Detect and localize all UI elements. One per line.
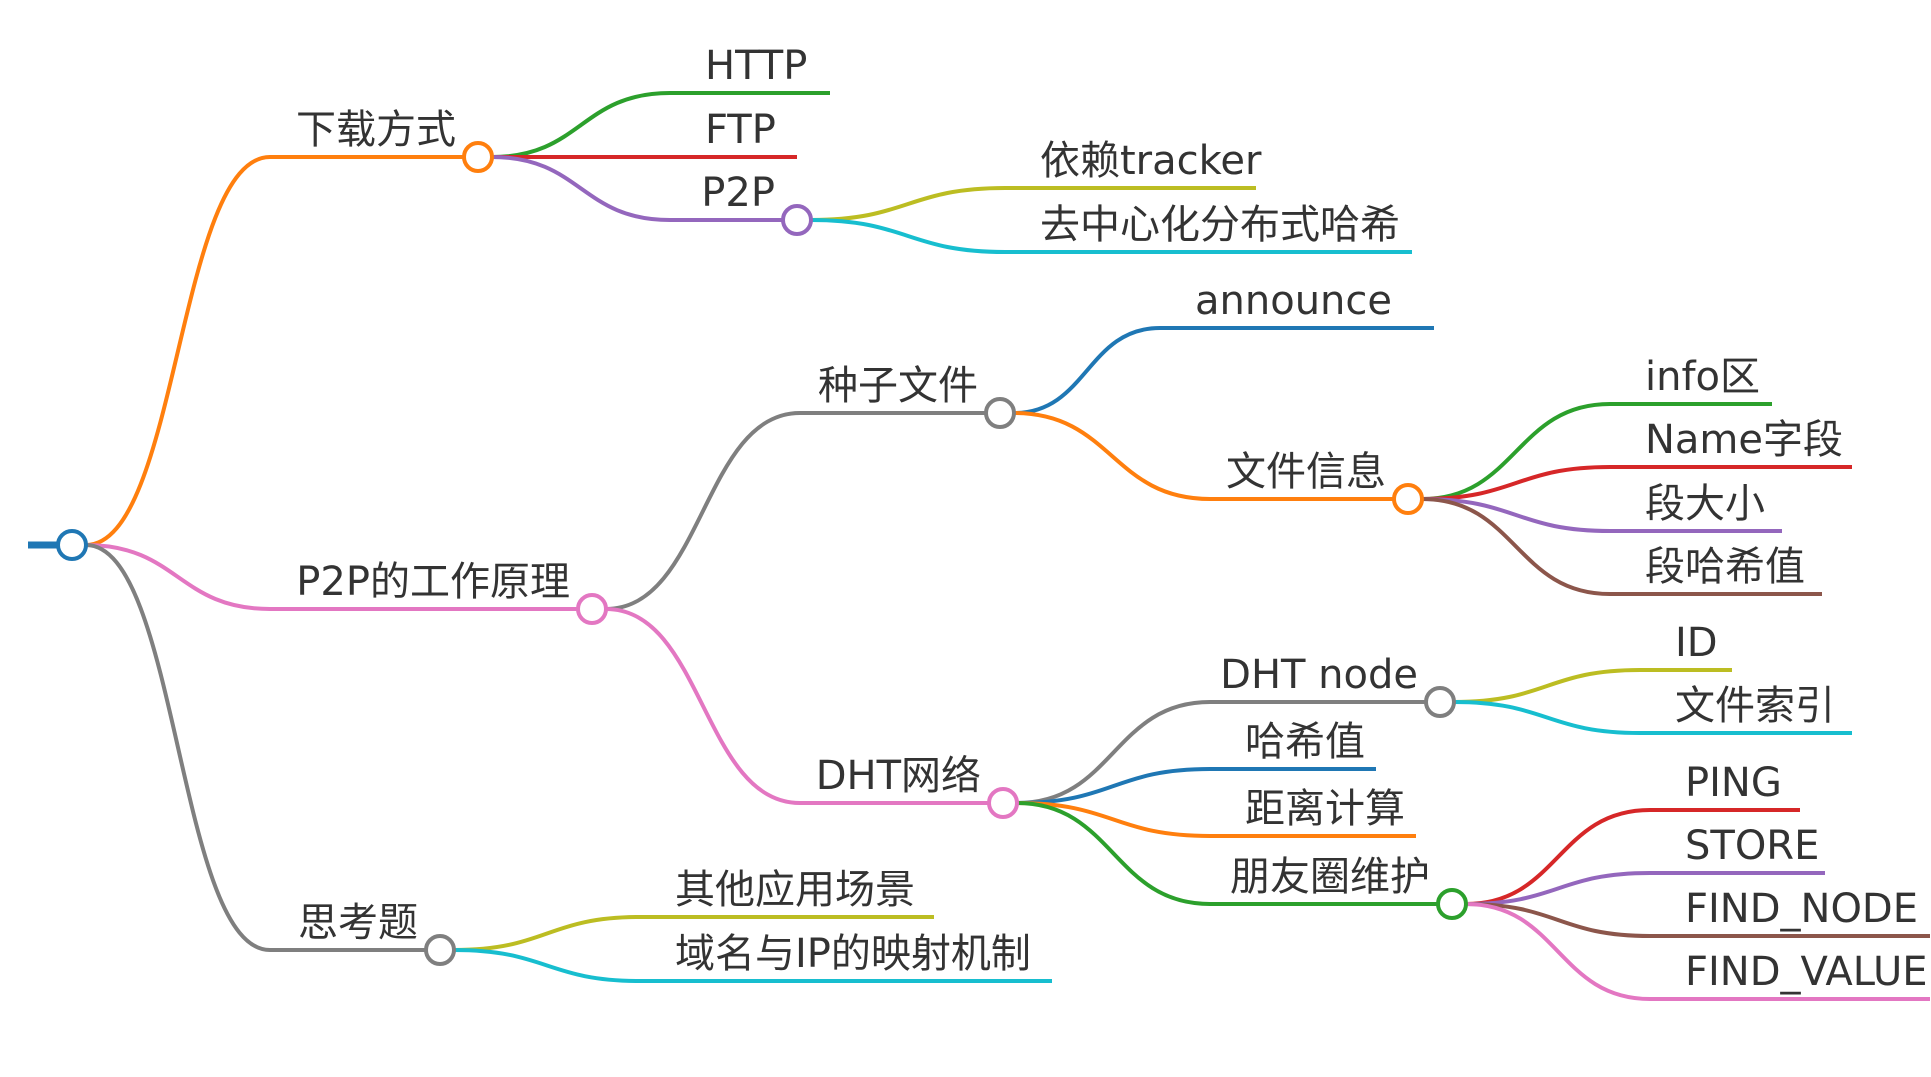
mindmap-node-circles xyxy=(56,141,1468,966)
node-label-1-1-2[interactable]: 距离计算 xyxy=(1245,786,1405,832)
branch-0-2-1 xyxy=(810,218,1006,254)
branch-1-0-1-1 xyxy=(1421,465,1611,501)
branch-1-1 xyxy=(605,607,801,805)
node-label-0-0[interactable]: HTTP xyxy=(705,43,807,89)
branch-0-0 xyxy=(491,91,671,159)
branch-1-1-2 xyxy=(1016,801,1211,838)
root-node-circle[interactable] xyxy=(56,529,88,561)
node-label-2-1[interactable]: 域名与IP的映射机制 xyxy=(675,931,1031,977)
branch-1-1-3-2 xyxy=(1465,902,1651,938)
node-circle-1-1-0[interactable] xyxy=(1424,686,1456,718)
branch-1-1-3 xyxy=(1016,801,1211,906)
branch-1-1-0 xyxy=(1016,700,1211,805)
node-label-1-0-1-1[interactable]: Name字段 xyxy=(1645,417,1843,463)
node-circle-1[interactable] xyxy=(576,593,608,625)
branch-2-0 xyxy=(453,915,641,952)
branch-1-1-3-0 xyxy=(1465,808,1651,906)
node-circle-1-1-3[interactable] xyxy=(1436,888,1468,920)
node-label-1-1-0[interactable]: DHT node xyxy=(1220,652,1418,698)
branch-1-1-0-0 xyxy=(1453,668,1641,704)
node-label-1-1-3-3[interactable]: FIND_VALUE xyxy=(1685,949,1928,995)
branch-1-0-1-2 xyxy=(1421,497,1611,533)
node-label-1-1-3-2[interactable]: FIND_NODE xyxy=(1685,886,1918,932)
node-label-1[interactable]: P2P的工作原理 xyxy=(296,559,570,605)
node-label-1-1-0-1[interactable]: 文件索引 xyxy=(1675,683,1835,729)
node-label-1-1-3-0[interactable]: PING xyxy=(1685,760,1782,806)
branch-1-1-3-1 xyxy=(1465,871,1651,906)
node-circle-2[interactable] xyxy=(424,934,456,966)
mindmap-labels: 下载方式 HTTP FTP P2P 依赖tracker 去中心化分布式哈希 P2P的工作原理… xyxy=(296,43,1928,995)
branch-0-2-0 xyxy=(810,186,1006,222)
node-label-2-0[interactable]: 其他应用场景 xyxy=(675,867,915,913)
node-label-1-1[interactable]: DHT网络 xyxy=(816,753,981,799)
node-circle-1-1[interactable] xyxy=(987,787,1019,819)
branch-2-1 xyxy=(453,948,641,983)
branch-1-0-1-3 xyxy=(1421,497,1611,596)
node-label-1-0-0[interactable]: announce xyxy=(1195,278,1392,324)
node-label-0-1[interactable]: FTP xyxy=(705,107,776,153)
node-label-1-1-3[interactable]: 朋友圈维护 xyxy=(1230,854,1430,900)
branch-1-0-0 xyxy=(1013,326,1161,415)
node-label-1-0[interactable]: 种子文件 xyxy=(818,363,978,409)
node-label-1-1-3-1[interactable]: STORE xyxy=(1685,823,1819,869)
node-label-1-0-1-0[interactable]: info区 xyxy=(1645,354,1760,400)
node-label-1-0-1[interactable]: 文件信息 xyxy=(1226,449,1386,495)
branch-1-0-1 xyxy=(1013,411,1211,501)
branch-0 xyxy=(85,155,271,547)
node-label-1-0-1-3[interactable]: 段哈希值 xyxy=(1645,544,1805,590)
node-circle-1-0[interactable] xyxy=(984,397,1016,429)
branch-0-2 xyxy=(491,155,671,222)
branch-1-0 xyxy=(605,411,801,611)
branch-1-1-1 xyxy=(1016,767,1211,805)
branch-2 xyxy=(85,543,271,952)
node-circle-1-0-1[interactable] xyxy=(1392,483,1424,515)
mindmap-edges xyxy=(28,91,1930,1001)
node-circle-0[interactable] xyxy=(462,141,494,173)
branch-1-1-0-1 xyxy=(1453,700,1641,735)
node-label-0-2[interactable]: P2P xyxy=(701,170,775,216)
node-label-2[interactable]: 思考题 xyxy=(298,900,418,946)
node-circle-0-2[interactable] xyxy=(781,204,813,236)
branch-1-1-3-3 xyxy=(1465,902,1651,1001)
node-label-0-2-1[interactable]: 去中心化分布式哈希 xyxy=(1040,202,1400,248)
node-label-1-1-1[interactable]: 哈希值 xyxy=(1245,719,1365,765)
branch-1 xyxy=(85,543,271,611)
node-label-0-2-0[interactable]: 依赖tracker xyxy=(1040,138,1262,184)
branch-1-0-1-0 xyxy=(1421,402,1611,501)
node-label-1-0-1-2[interactable]: 段大小 xyxy=(1645,481,1765,527)
node-label-0[interactable]: 下载方式 xyxy=(296,107,456,153)
node-label-1-1-0-0[interactable]: ID xyxy=(1675,620,1718,666)
